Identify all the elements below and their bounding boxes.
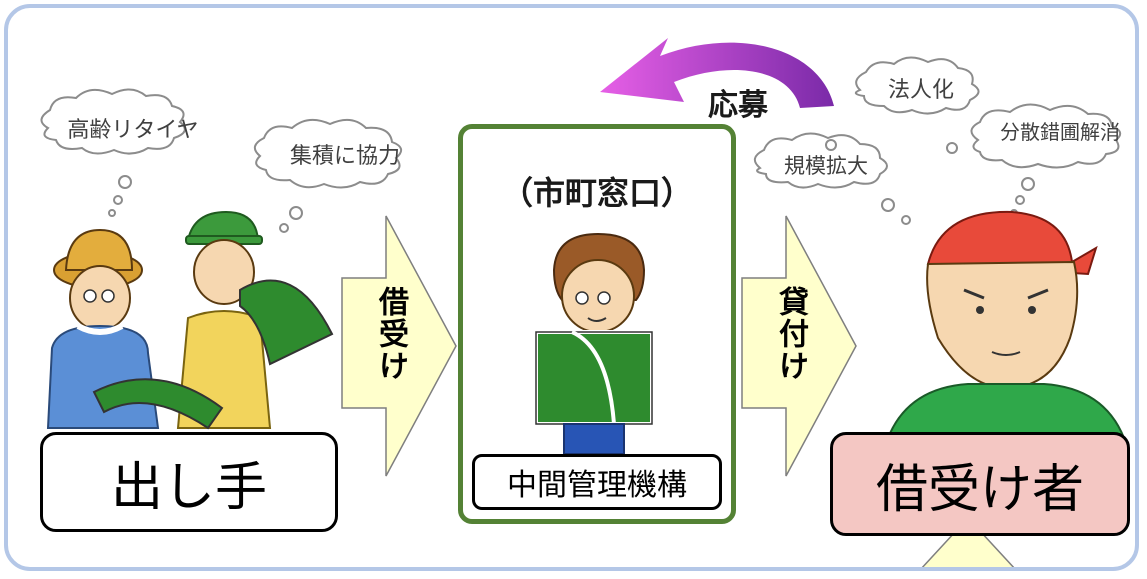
thought-dot bbox=[1021, 177, 1035, 191]
cloud-elderly-retire bbox=[40, 88, 186, 155]
lender-box-label: 出し手 bbox=[110, 457, 267, 518]
intermediary-panel bbox=[458, 124, 736, 524]
thought-dot bbox=[946, 142, 958, 154]
thought-dot bbox=[1015, 195, 1025, 205]
thought-dot bbox=[113, 195, 123, 205]
intermediary-box-label: 中間管理機構 bbox=[507, 468, 687, 503]
cloud-cooperate bbox=[253, 118, 403, 189]
bubble-text-scale-up: 規模拡大 bbox=[784, 154, 868, 178]
callout-shape bbox=[921, 516, 1015, 567]
lend-arrow bbox=[741, 215, 857, 477]
borrow-arrow-label: 借受け bbox=[373, 286, 408, 382]
bubble-text-elderly-retire: 高齢リタイヤ bbox=[67, 118, 199, 143]
cloud-consolidate bbox=[970, 103, 1122, 169]
bubble-text-cooperate: 集積に協力 bbox=[289, 144, 400, 169]
cloud-scale-up bbox=[753, 132, 888, 189]
thought-dot bbox=[881, 198, 895, 212]
cloud-incorporate bbox=[854, 56, 980, 115]
thought-dot bbox=[289, 206, 303, 220]
cloud-layer bbox=[40, 38, 1126, 567]
apply-label: 応募 bbox=[708, 88, 768, 123]
thought-dot bbox=[279, 223, 289, 233]
lender-box: 出し手 bbox=[40, 432, 338, 532]
apply-curved-arrow bbox=[600, 38, 834, 108]
thought-dot bbox=[825, 139, 837, 151]
window-label: （市町窓口） bbox=[500, 174, 693, 212]
borrower-box-label: 借受け者 bbox=[875, 459, 1084, 520]
borrower-box: 借受け者 bbox=[830, 432, 1130, 536]
thought-dot bbox=[108, 209, 116, 217]
lender-farmers-illustration bbox=[46, 210, 334, 430]
bubble-text-incorporate: 法人化 bbox=[887, 78, 954, 103]
intermediary-person-illustration bbox=[534, 232, 654, 455]
borrow-arrow bbox=[341, 215, 457, 477]
thought-dot bbox=[901, 215, 911, 225]
borrower-person-illustration bbox=[886, 210, 1126, 439]
diagram-frame: 高齢リタイヤ 集積に協力 法人化 規模拡大 分散錯圃解消 応募 （市町窓口） 借… bbox=[4, 4, 1139, 571]
intermediary-box: 中間管理機構 bbox=[472, 454, 722, 510]
lend-arrow-label: 貸付け bbox=[773, 286, 808, 382]
bubble-text-consolidate: 分散錯圃解消 bbox=[1000, 120, 1120, 144]
thought-dot bbox=[118, 175, 132, 189]
